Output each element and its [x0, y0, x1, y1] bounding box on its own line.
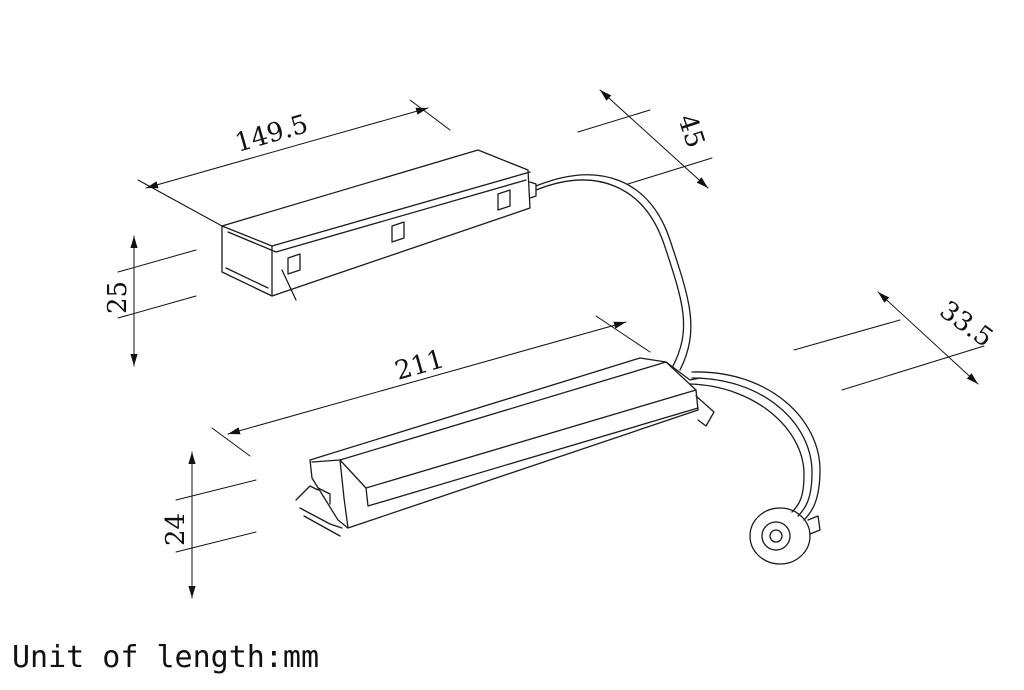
cable-sensor — [691, 371, 821, 521]
dim-height-top-box: 25 — [103, 281, 133, 314]
unit-caption: Unit of length:mm — [12, 640, 320, 675]
dim-length-driver: 211 — [392, 344, 448, 387]
control-box — [221, 149, 537, 301]
driver-unit — [295, 357, 715, 537]
sensor-head — [749, 507, 821, 565]
dim-width-driver: 33.5 — [934, 295, 998, 353]
cable-top — [535, 174, 692, 371]
dim-height-driver: 24 — [161, 513, 191, 546]
dim-width-top-box: 45 — [671, 111, 710, 152]
dim-length-top-box: 149.5 — [232, 109, 312, 158]
